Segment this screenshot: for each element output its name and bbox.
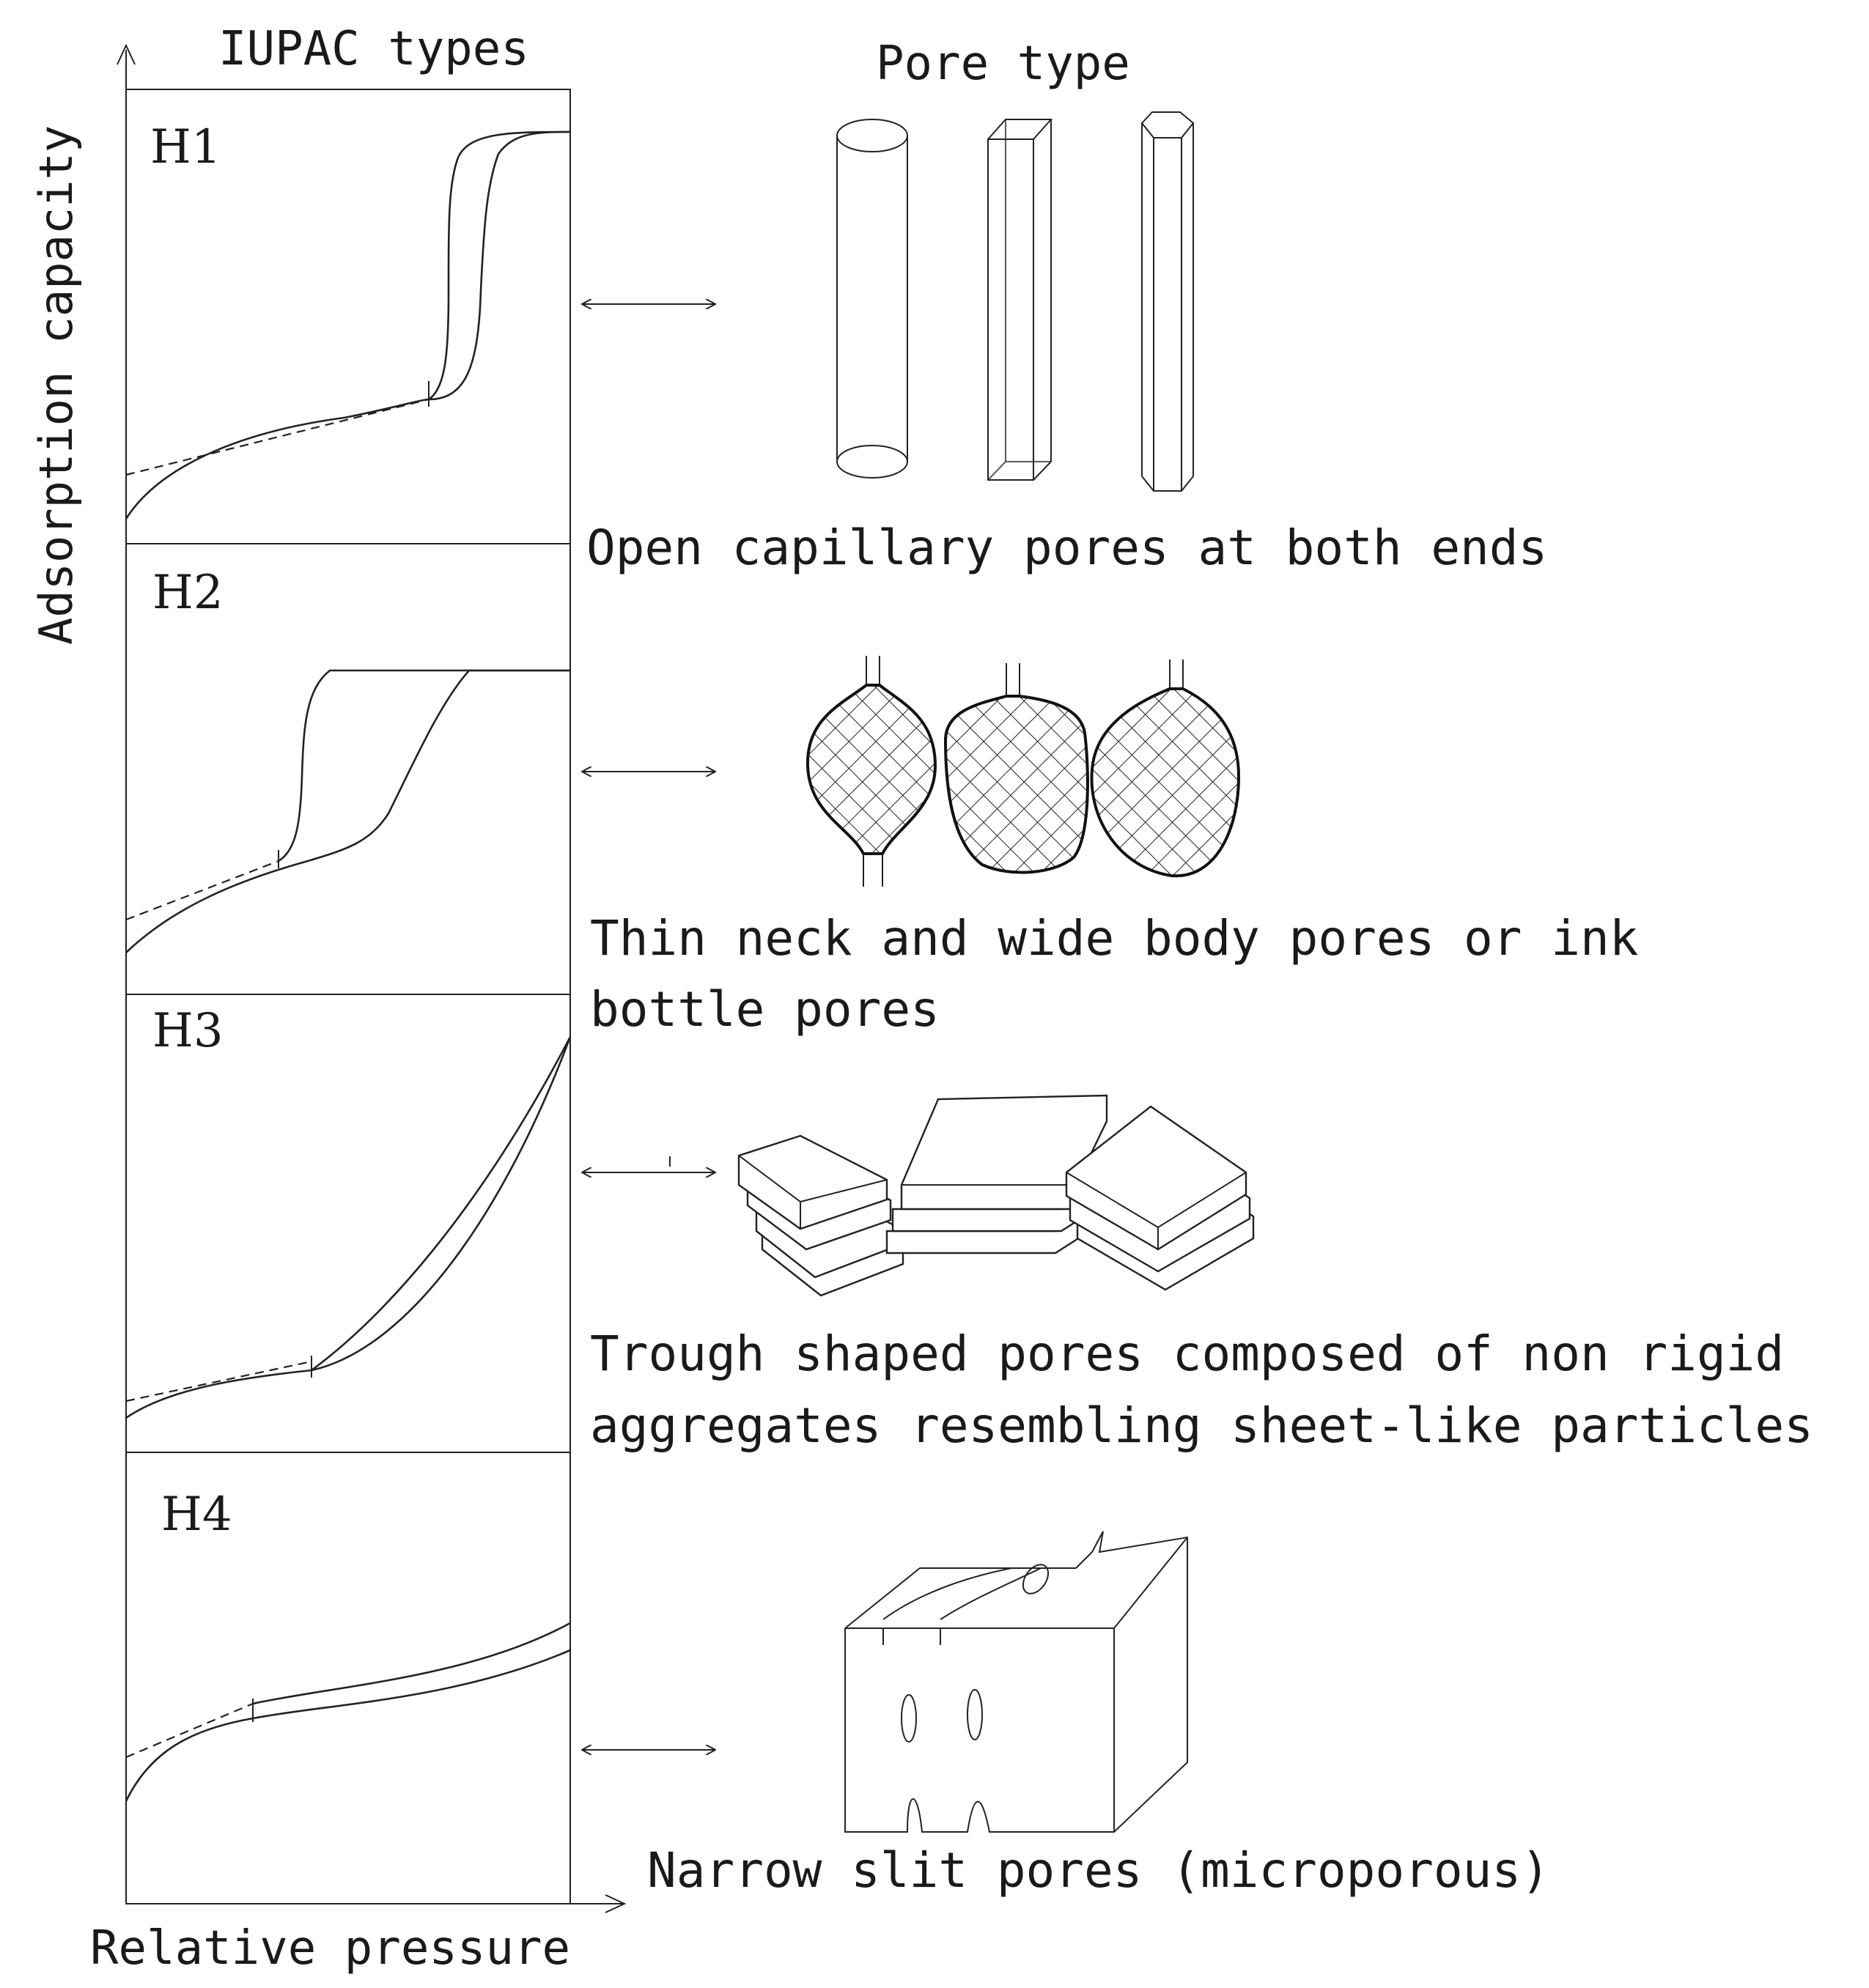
h3-description-line2: aggregates resembling sheet-like particl…: [590, 1397, 1813, 1454]
h2-desorption-branch: [278, 669, 570, 862]
h3-description-line1: Trough shaped pores composed of non rigi…: [590, 1326, 1784, 1382]
h3-dashed-extension: [125, 1360, 312, 1403]
h4-isotherm: [125, 1622, 571, 1802]
square-prism-pore-icon: [987, 119, 1053, 481]
h4-adsorption-branch: [125, 1649, 571, 1802]
stacked-sheets-icon: [737, 1094, 1255, 1297]
ink-bottle-pore-icon: [806, 656, 937, 887]
panel-border: [125, 89, 571, 1904]
h4-dashed-extension: [125, 1702, 254, 1759]
h2-adsorption-branch: [125, 669, 570, 953]
ink-bottle-pore-icon: [1090, 659, 1241, 878]
panel-label-h2: H2: [152, 566, 224, 620]
pore-title: Pore type: [876, 37, 1130, 91]
h3-adsorption-branch: [125, 1036, 572, 1419]
h1-isotherm: [125, 130, 571, 520]
x-axis-label: Relative pressure: [90, 1921, 570, 1976]
panel-label-h3: H3: [152, 1004, 224, 1058]
h3-desorption-branch: [311, 1036, 572, 1372]
h4-desorption-branch: [252, 1622, 571, 1705]
panel-frame: [125, 89, 571, 1904]
y-axis-label: Adsorption capacity: [29, 125, 83, 645]
h1-adsorption-branch: [125, 130, 571, 520]
slit-block-icon: [844, 1531, 1188, 1833]
h2-dashed-extension: [125, 860, 279, 921]
panel-label-h4: H4: [161, 1488, 232, 1542]
cylinder-pore-icon: [836, 119, 908, 478]
h1-desorption-branch: [428, 130, 571, 401]
h4-description: Narrow slit pores (microporous): [647, 1842, 1550, 1899]
y-axis-arrowhead: [117, 43, 136, 65]
h1-description: Open capillary pores at both ends: [586, 520, 1547, 576]
axes: [117, 43, 627, 1913]
panel-label-h1: H1: [150, 120, 221, 174]
x-axis-arrowhead: [605, 1894, 627, 1913]
h2-description-line1: Thin neck and wide body pores or ink: [590, 910, 1638, 967]
iupac-title: IUPAC types: [218, 22, 529, 76]
h3-isotherm: [125, 1036, 572, 1419]
h2-isotherm: [125, 669, 570, 953]
h2-description-line2: bottle pores: [590, 981, 940, 1038]
hexagonal-prism-pore-icon: [1140, 111, 1195, 492]
ink-bottle-pore-icon: [943, 663, 1089, 874]
h1-dashed-extension: [125, 398, 430, 476]
